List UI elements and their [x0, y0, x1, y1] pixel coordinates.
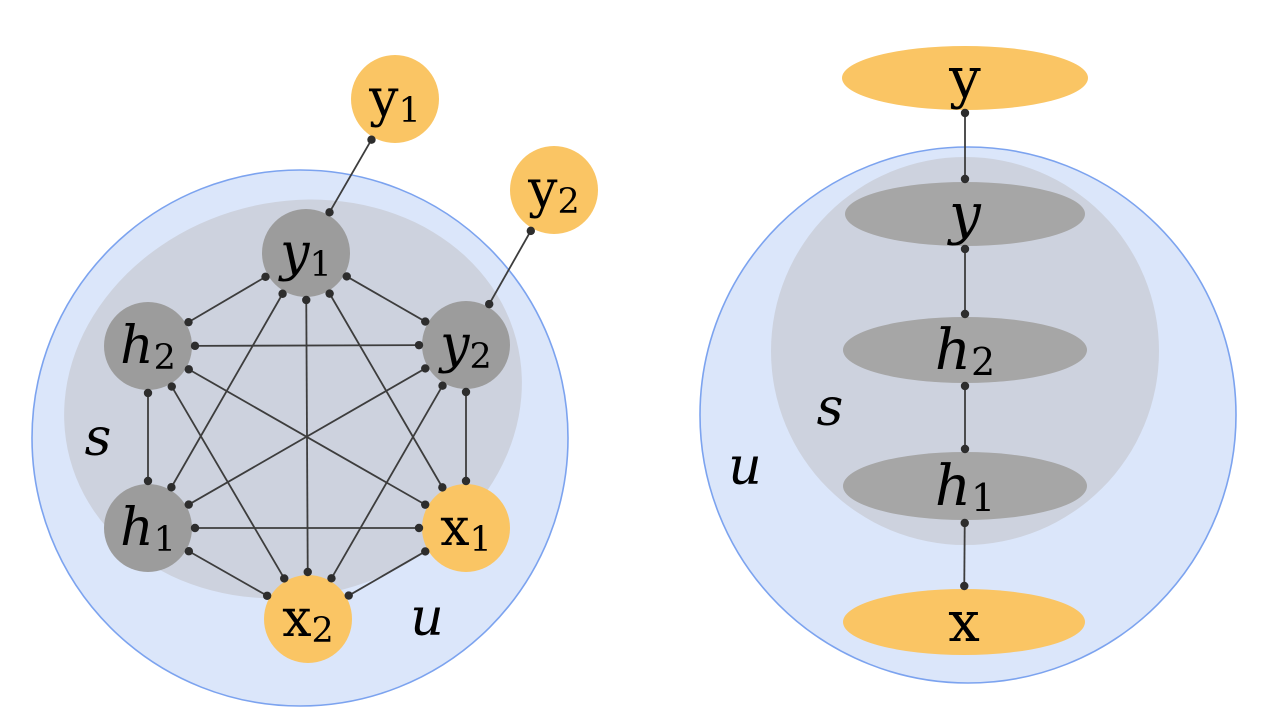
- left-edges: [147, 139, 532, 597]
- left-graph: y1 h2 y2 h1 x1 x2 y1 y2 s u: [31, 55, 598, 707]
- node-label-y1_out: y1: [368, 69, 421, 131]
- node-x: [843, 589, 1085, 655]
- edge-endpoint-dot: [960, 108, 970, 118]
- edge-y2_out-y2: [488, 230, 532, 305]
- node-y2: [422, 301, 510, 389]
- node-label-h1: h1: [120, 498, 176, 560]
- edge-endpoint-dot: [485, 299, 494, 309]
- node-label-y2_out: y2: [527, 160, 580, 222]
- edge-y1-h2: [188, 276, 266, 323]
- node-label-x2: x2: [282, 589, 334, 651]
- edge-endpoint-dot: [167, 382, 176, 391]
- edge-endpoint-dot: [960, 581, 969, 591]
- edge-endpoint-dot: [143, 476, 153, 486]
- edge-endpoint-dot: [278, 289, 287, 298]
- edge-h1-x2: [188, 550, 268, 597]
- edge-endpoint-dot: [421, 317, 430, 326]
- right-s-region-label: s: [817, 378, 844, 438]
- right-nodes: y y h2 h1 x: [842, 46, 1088, 655]
- node-h1: [843, 452, 1087, 520]
- edge-endpoint-dot: [421, 364, 430, 373]
- edge-y1_out-y1: [328, 139, 373, 213]
- edge-endpoint-dot: [960, 309, 970, 319]
- edge-endpoint-dot: [261, 272, 270, 282]
- edge-endpoint-dot: [184, 317, 193, 327]
- node-label-h2: h2: [120, 316, 176, 378]
- node-label-x: x: [948, 590, 980, 655]
- right-u-region-label: u: [728, 437, 762, 497]
- edge-endpoint-dot: [342, 272, 351, 281]
- node-x1: [422, 484, 510, 572]
- edge-endpoint-dot: [438, 381, 447, 390]
- edge-endpoint-dot: [327, 574, 336, 583]
- edge-endpoint-dot: [303, 567, 312, 577]
- edge-endpoint-dot: [262, 591, 272, 600]
- edge-endpoint-dot: [421, 500, 430, 509]
- right-graph: y y h2 h1 x su: [699, 46, 1237, 684]
- edge-endpoint-dot: [526, 226, 535, 236]
- edge-h2-y2: [194, 344, 420, 347]
- edge-endpoint-dot: [461, 476, 471, 486]
- node-h2: [104, 302, 192, 390]
- node-label-y2: y2: [438, 315, 492, 377]
- edge-endpoint-dot: [421, 547, 430, 556]
- edge-endpoint-dot: [325, 208, 334, 217]
- edge-endpoint-dot: [960, 518, 969, 528]
- edge-endpoint-dot: [143, 388, 153, 398]
- edge-endpoint-dot: [302, 295, 311, 305]
- node-y_out: [842, 46, 1088, 110]
- edge-endpoint-dot: [325, 289, 334, 298]
- left-nodes: y1 h2 y2 h1 x1 x2 y1 y2: [104, 55, 598, 663]
- node-label-y1: y1: [278, 223, 332, 285]
- right-edges: [963, 113, 966, 587]
- node-h2: [843, 317, 1087, 383]
- edge-endpoint-dot: [280, 574, 289, 583]
- edge-endpoint-dot: [461, 387, 471, 397]
- node-y1: [262, 209, 350, 297]
- left-edge-dots: [143, 135, 535, 600]
- edge-x1-x2: [348, 550, 426, 597]
- node-x2: [264, 575, 352, 663]
- edge-endpoint-dot: [414, 523, 424, 533]
- edge-endpoint-dot: [167, 483, 176, 492]
- edge-endpoint-dot: [960, 381, 970, 391]
- edge-endpoint-dot: [184, 500, 193, 509]
- edge-endpoint-dot: [367, 135, 376, 144]
- edge-y2-h1: [188, 367, 426, 506]
- edge-endpoint-dot: [190, 341, 200, 351]
- node-label-y_out: y: [948, 46, 981, 111]
- edge-y1-y2: [346, 275, 426, 323]
- edge-endpoint-dot: [184, 365, 193, 374]
- node-h1: [104, 484, 192, 572]
- edge-endpoint-dot: [344, 591, 353, 600]
- node-label-h2: h2: [935, 318, 995, 385]
- edge-y2-x2: [330, 385, 444, 579]
- node-y2_out: [510, 146, 598, 234]
- edge-endpoint-dot: [414, 340, 424, 350]
- left-s-region-label: s: [85, 408, 112, 468]
- node-y1_out: [351, 55, 439, 143]
- edge-endpoint-dot: [960, 174, 970, 184]
- node-label-y_in: y: [946, 182, 982, 247]
- edge-endpoint-dot: [184, 547, 194, 556]
- edge-endpoint-dot: [438, 483, 447, 492]
- node-y_in: [845, 182, 1085, 246]
- node-label-h1: h1: [935, 454, 995, 521]
- right-edge-dots: [960, 108, 970, 591]
- node-label-x1: x1: [440, 498, 492, 560]
- left-u-region-label: u: [410, 588, 444, 648]
- edge-endpoint-dot: [960, 444, 970, 454]
- edge-endpoint-dot: [960, 244, 970, 254]
- edge-endpoint-dot: [190, 523, 200, 533]
